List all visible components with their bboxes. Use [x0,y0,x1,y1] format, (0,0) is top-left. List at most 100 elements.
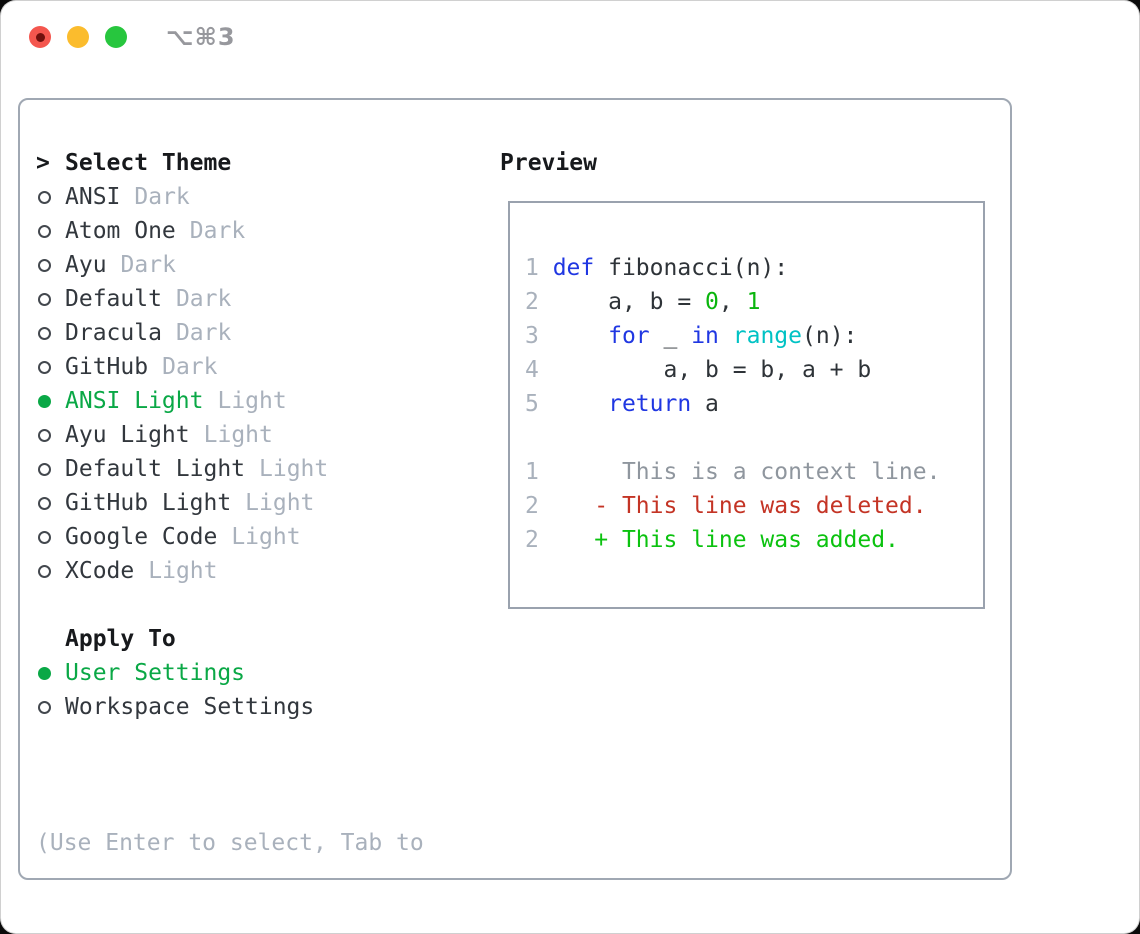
focus-prompt: > [36,150,50,176]
theme-option-atom-one[interactable]: Atom One Dark [36,214,328,248]
theme-option-dracula[interactable]: Dracula Dark [36,316,328,350]
theme-variant-badge: Dark [120,252,176,278]
code-segment-plain: a [691,391,719,417]
option-label: Ayu [65,252,107,278]
radio-unselected-icon [38,292,51,306]
theme-variant-badge: Light [217,388,287,414]
option-label: User Settings [65,660,246,686]
theme-option-ayu-light[interactable]: Ayu Light Light [36,418,328,452]
option-label: GitHub [65,354,149,380]
option-label: Dracula [65,320,162,346]
code-line: 1 def fibonacci(n): [525,251,983,285]
radio-unselected-icon [38,700,51,714]
code-segment-added: + This line was added. [552,527,899,553]
code-segment-number: 0 [705,289,719,315]
code-segment-keyword: in [691,323,719,349]
hint-line-1: (Use Enter to select, Tab to [36,830,424,856]
option-label: XCode [65,558,135,584]
radio-unselected-icon [38,530,51,544]
line-number: 3 [525,323,539,349]
option-label: Google Code [65,524,218,550]
theme-variant-badge: Light [148,558,218,584]
code-segment-plain: fibonacci(n): [594,255,789,281]
close-button-icon[interactable] [29,26,51,48]
code-segment-keyword: return [608,391,692,417]
radio-unselected-icon [38,564,51,578]
theme-variant-badge: Dark [175,286,232,312]
radio-unselected-icon [38,258,51,272]
radio-unselected-icon [38,190,51,204]
theme-variant-badge: Light [245,490,315,516]
line-number: 4 [525,357,539,383]
theme-option-xcode[interactable]: XCode Light [36,554,328,588]
line-number: 2 [525,493,539,519]
theme-option-default-light[interactable]: Default Light Light [36,452,328,486]
option-label: Workspace Settings [65,694,315,720]
code-segment-plain [553,323,608,349]
code-line: 3 for _ in range(n): [525,319,983,353]
theme-variant-badge: Dark [189,218,246,244]
theme-selector-title: Select Theme [65,150,232,176]
code-segment-plain: a, b = [552,289,706,315]
theme-variant-badge: Light [259,456,329,482]
window-title: ⌥⌘3 [166,23,236,51]
code-segment-plain: _ [649,323,692,349]
option-label: ANSI [65,184,121,210]
code-segment-plain: (n): [802,323,858,349]
zoom-button-icon[interactable] [105,26,127,48]
apply-option-workspace-settings[interactable]: Workspace Settings [36,690,314,724]
option-label: Default Light [65,456,246,482]
code-line: 4 a, b = b, a + b [525,353,983,387]
code-segment-builtin: range [732,323,802,349]
radio-unselected-icon [38,496,51,510]
code-segment-deleted: - This line was deleted. [552,493,927,519]
option-label: GitHub Light [65,490,232,516]
radio-selected-icon [38,394,51,408]
code-segment-context: This is a context line. [552,459,941,485]
theme-option-google-code[interactable]: Google Code Light [36,520,328,554]
code-line [525,421,983,455]
apply-to-header: Apply To [36,622,314,656]
option-label: Atom One [65,218,176,244]
code-segment-number: 1 [746,289,761,315]
code-line: 2 a, b = 0, 1 [525,285,983,319]
theme-option-github-light[interactable]: GitHub Light Light [36,486,328,520]
theme-option-ansi-light[interactable]: ANSI Light Light [36,384,328,418]
radio-selected-icon [38,666,51,680]
theme-selector-header: > Select Theme [36,146,328,180]
code-line: 2 - This line was deleted. [525,489,983,523]
line-number: 2 [525,289,539,315]
line-number: 2 [525,527,539,553]
minimize-button-icon[interactable] [67,26,89,48]
keyboard-hint: (Use Enter to select, Tab to change focu… [36,758,424,934]
apply-to-title: Apply To [65,626,176,652]
code-segment-plain [553,391,608,417]
line-number: 1 [525,459,539,485]
code-line: 2 + This line was added. [525,523,983,557]
theme-variant-badge: Light [203,422,273,448]
radio-unselected-icon [38,462,51,476]
apply-option-user-settings[interactable]: User Settings [36,656,314,690]
code-segment-plain [719,323,733,349]
option-label: ANSI Light [65,388,204,414]
theme-variant-badge: Dark [175,320,232,346]
line-number: 1 [525,255,539,281]
radio-unselected-icon [38,428,51,442]
radio-unselected-icon [38,360,51,374]
code-segment-plain: a, b = b, a + b [552,357,872,383]
unsaved-changes-dot [35,32,45,42]
option-label: Ayu Light [65,422,190,448]
code-line: 5 return a [525,387,983,421]
theme-option-ayu[interactable]: Ayu Dark [36,248,328,282]
theme-variant-badge: Light [231,524,301,550]
radio-unselected-icon [38,224,51,238]
